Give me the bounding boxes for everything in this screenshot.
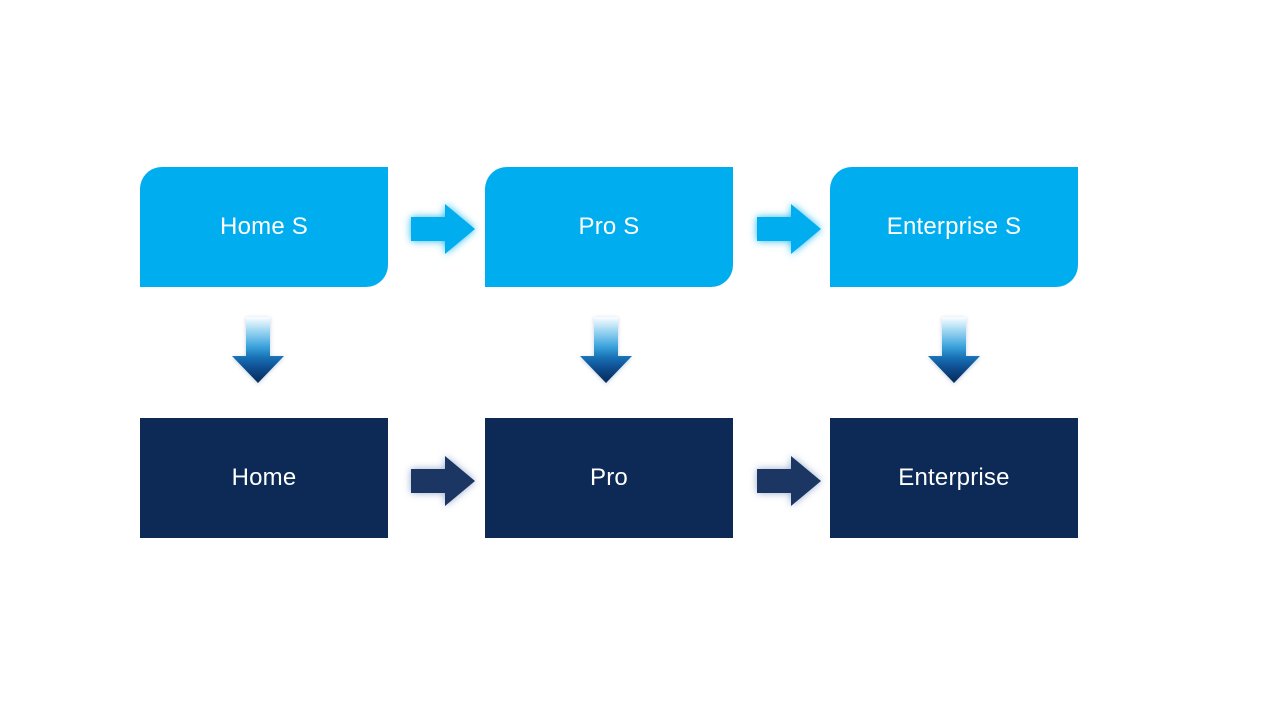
box-home-s-label: Home S bbox=[220, 213, 308, 240]
box-pro-s-label: Pro S bbox=[578, 213, 640, 240]
box-pro-s: Pro S bbox=[485, 167, 733, 287]
box-enterprise-s: Enterprise S bbox=[830, 167, 1078, 287]
box-enterprise: Enterprise bbox=[830, 418, 1078, 538]
box-pro-label: Pro bbox=[590, 464, 628, 491]
right-arrow-icon bbox=[411, 204, 475, 254]
down-arrow-icon bbox=[928, 317, 980, 383]
box-pro: Pro bbox=[485, 418, 733, 538]
down-arrow-icon bbox=[580, 317, 632, 383]
box-home-label: Home bbox=[231, 464, 297, 491]
box-enterprise-label: Enterprise bbox=[898, 464, 1010, 491]
right-arrow-icon bbox=[411, 456, 475, 506]
box-home-s: Home S bbox=[140, 167, 388, 287]
right-arrow-icon bbox=[757, 456, 821, 506]
down-arrow-icon bbox=[232, 317, 284, 383]
right-arrow-icon bbox=[757, 204, 821, 254]
box-home: Home bbox=[140, 418, 388, 538]
box-enterprise-s-label: Enterprise S bbox=[886, 213, 1022, 240]
